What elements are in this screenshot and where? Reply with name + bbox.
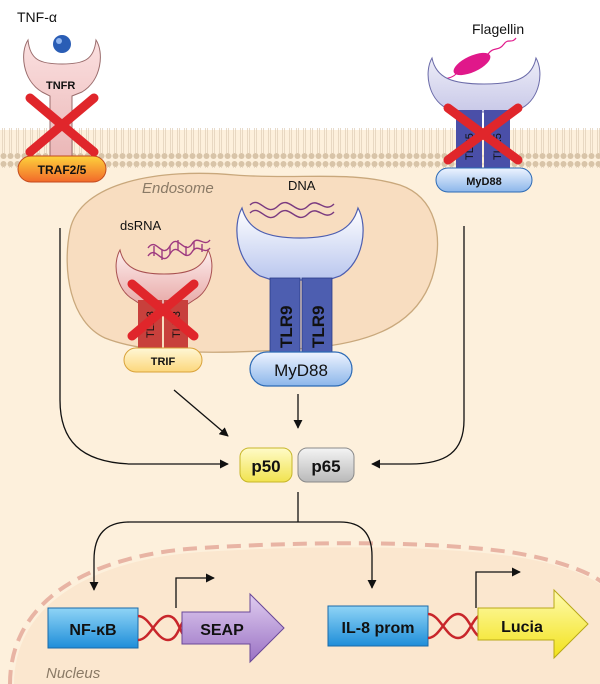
dna-label: DNA bbox=[288, 178, 316, 193]
tlr9-chain-left bbox=[269, 277, 301, 357]
endosome-label: Endosome bbox=[142, 180, 214, 197]
tlr3-inactivated-x-icon bbox=[127, 279, 199, 341]
dsrna-label: dsRNA bbox=[120, 218, 162, 233]
nucleus bbox=[14, 547, 600, 684]
lucia-gene-arrow bbox=[477, 588, 589, 660]
tlr5-inactivated-x-icon bbox=[443, 103, 523, 165]
dsrna-ligand bbox=[147, 239, 211, 260]
flagellin-label: Flagellin bbox=[472, 21, 524, 37]
arrow-tlr5-to-nfkb bbox=[371, 226, 465, 469]
il8-promoter-label: IL-8 prom bbox=[342, 620, 415, 637]
p50-label: p50 bbox=[251, 457, 280, 476]
tlr9-ectodomain bbox=[236, 206, 364, 281]
tlr9-myd88-adaptor bbox=[249, 351, 353, 387]
p65-subunit bbox=[297, 447, 355, 483]
tlr9-chain-right bbox=[301, 277, 333, 357]
tlr5-ectodomain bbox=[427, 56, 541, 113]
dna-ligand bbox=[249, 201, 335, 219]
tnf-alpha-label: TNF-α bbox=[17, 9, 57, 25]
tlr5-myd88-label: MyD88 bbox=[466, 176, 501, 188]
seap-label: SEAP bbox=[200, 622, 244, 639]
arrow-nfkb-to-left-reporter bbox=[89, 521, 298, 591]
tnfr-receptor bbox=[23, 38, 101, 161]
trif-adaptor bbox=[123, 347, 203, 373]
tlr5-myd88-adaptor bbox=[435, 167, 533, 193]
tlr3-receptor-group: dsRNA TLR3 TLR3 TRIF bbox=[115, 218, 213, 373]
lucia-label: Lucia bbox=[501, 619, 543, 636]
tlr5-receptor-group: Flagellin TLR5 TLR5 MyD88 bbox=[427, 21, 541, 193]
traf25-adaptor bbox=[17, 155, 107, 183]
arrow-tnfr-to-nfkb bbox=[59, 228, 229, 469]
lucia-reporter-construct: IL-8 prom Lucia bbox=[327, 567, 589, 660]
nfkb-promoter-label: NF-κB bbox=[69, 622, 116, 639]
p65-label: p65 bbox=[311, 457, 340, 476]
left-transcription-start-arrow bbox=[175, 573, 215, 608]
seap-reporter-construct: NF-κB SEAP bbox=[47, 573, 285, 664]
nucleus-envelope bbox=[8, 541, 600, 684]
arrow-nfkb-to-right-reporter bbox=[298, 521, 377, 589]
right-transcription-start-arrow bbox=[475, 567, 521, 608]
il8-promoter-box bbox=[327, 605, 429, 647]
nfkb-promoter-box bbox=[47, 607, 139, 649]
arrow-trif-to-nfkb bbox=[173, 389, 229, 437]
trif-label: TRIF bbox=[151, 356, 176, 368]
p50-subunit bbox=[239, 447, 293, 483]
tnf-alpha-ligand bbox=[53, 35, 71, 53]
tlr9-left-label: TLR9 bbox=[277, 306, 296, 349]
tlr9-receptor-group: DNA TLR9 TLR9 MyD88 bbox=[236, 178, 364, 387]
signal-arrows bbox=[59, 226, 465, 591]
tlr9-right-label: TLR9 bbox=[309, 306, 328, 349]
right-dna-helix bbox=[427, 612, 485, 640]
nfkb-dimer: p50 p65 bbox=[239, 447, 355, 483]
tnfr-receptor-group: TNF-α TNFR TRAF2/5 bbox=[17, 9, 107, 183]
traf25-label: TRAF2/5 bbox=[38, 163, 87, 177]
tnfr-inactivated-x-icon bbox=[25, 93, 99, 157]
tnfr-label: TNFR bbox=[46, 80, 75, 92]
tlr9-myd88-label: MyD88 bbox=[274, 361, 328, 380]
nucleus-label: Nucleus bbox=[46, 665, 101, 682]
seap-gene-arrow bbox=[181, 592, 285, 664]
